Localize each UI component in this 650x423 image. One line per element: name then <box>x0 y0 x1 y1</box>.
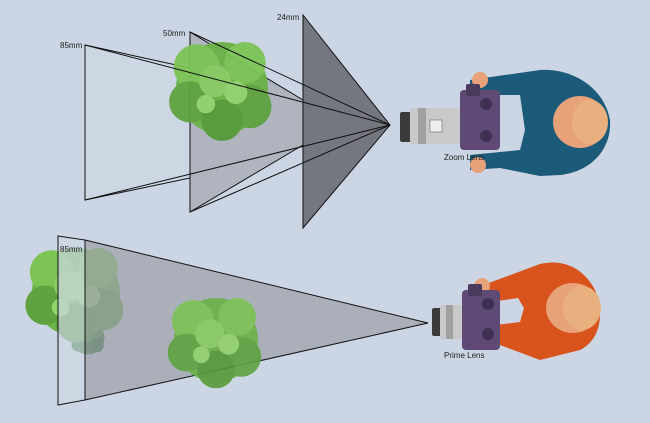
zoom-lens-label: Zoom Lens <box>444 153 484 162</box>
focal-label-24mm: 24mm <box>277 13 300 22</box>
camera-icon <box>432 284 500 350</box>
focal-label-85mm: 85mm <box>60 41 83 50</box>
photographer-icon <box>470 69 611 176</box>
prime-lens-label: Prime Lens <box>444 351 484 360</box>
frame-85mm-prime <box>57 235 86 406</box>
focal-label-50mm: 50mm <box>163 29 186 38</box>
sight-lines-zoom <box>84 31 391 213</box>
prime-view-cone <box>84 239 429 401</box>
focal-label-85mm-prime: 85mm <box>60 245 83 254</box>
frame-24mm <box>302 13 391 230</box>
camera-icon <box>400 84 500 150</box>
